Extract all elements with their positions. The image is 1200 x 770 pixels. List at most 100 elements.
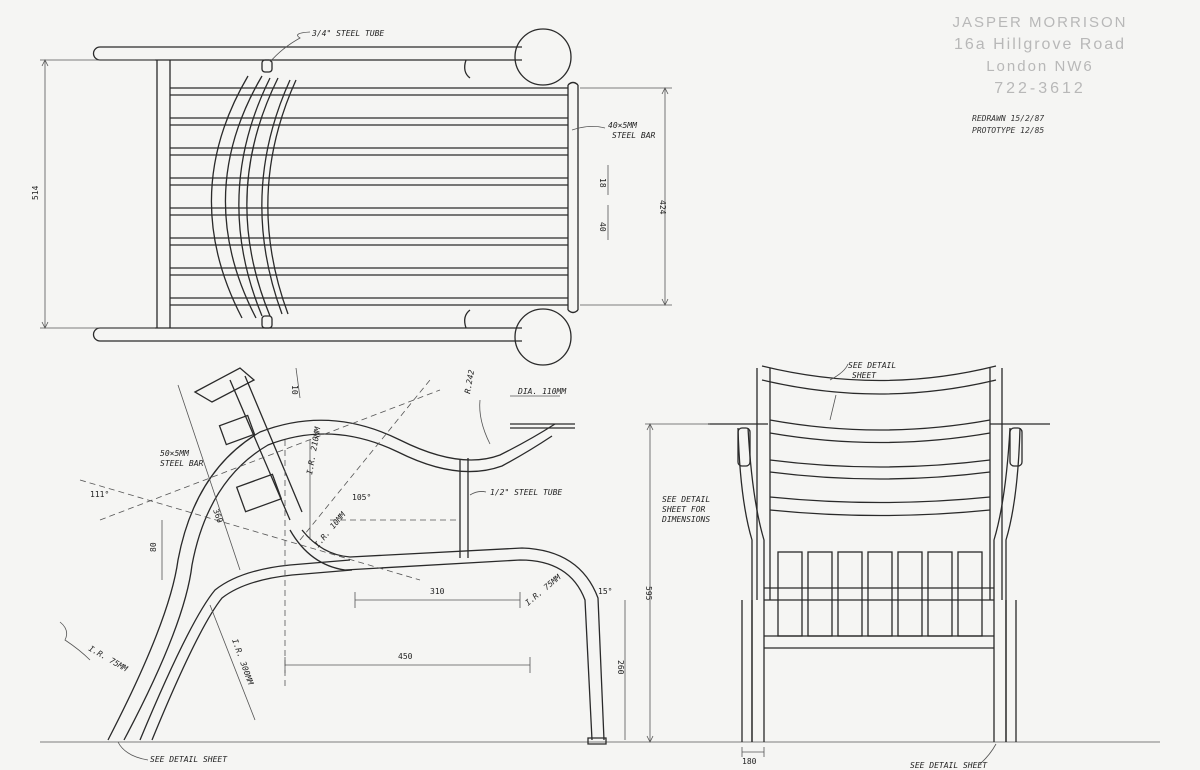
ir-210: I.R. 210MM (305, 425, 322, 475)
side-foot (587, 737, 607, 745)
side-see-detail: SEE DETAIL SHEET (150, 755, 228, 764)
side-armrest-disc (510, 423, 575, 429)
side-seat-outer (289, 529, 593, 741)
plan-seat-bars (170, 87, 568, 306)
angle-15: 15° (598, 587, 612, 596)
revision-redrawn: REDRAWN 15/2/87 (972, 114, 1045, 123)
side-bar-note-1: 50×5MM (160, 449, 190, 458)
plan-back-frame-ends (567, 81, 579, 314)
side-detail-leader (117, 741, 149, 761)
front-back-post-left (756, 368, 771, 600)
front-bottom-dim-line (741, 747, 765, 757)
plan-depth-dim-line (580, 87, 672, 306)
angle-111: 111° (90, 490, 109, 499)
front-arm-right (993, 427, 1021, 742)
front-back-rail-3 (769, 459, 991, 480)
dim-450: 450 (398, 652, 413, 661)
front-leg-right (1005, 600, 1017, 742)
front-see-detail-bottom: SEE DETAIL SHEET (910, 761, 988, 770)
front-height-dim: 595 (644, 586, 653, 601)
designer-city: London NW6 (986, 58, 1094, 75)
plan-clip-bottom (464, 309, 471, 329)
angle-105: 105° (352, 493, 371, 502)
plan-bar-leader (571, 126, 606, 131)
plan-tube-leader (269, 31, 311, 63)
side-main-frame-inner (123, 433, 553, 741)
plan-joint-top (261, 59, 273, 73)
plan-width-dim: 514 (31, 185, 40, 200)
plan-bar-note-1: 40×5MM (608, 121, 638, 130)
front-lower-rail (764, 635, 994, 649)
front-seat-slats (777, 551, 983, 637)
side-construction-2 (79, 479, 421, 581)
side-construction-1 (99, 389, 441, 521)
side-arm-post (459, 458, 469, 558)
side-construction-3 (299, 379, 431, 541)
front-back-post-right (989, 368, 1003, 600)
ir-75: I.R. 75MM (524, 572, 564, 608)
side-view: DIA. 110MM R.242 50×5MM STEEL BAR 1/2" S… (40, 367, 1160, 764)
dim-310-line (354, 592, 521, 608)
side-bar-note-2: STEEL BAR (160, 459, 204, 468)
side-tube-leader (469, 491, 487, 496)
side-rear-leg-outer (139, 559, 351, 741)
front-bottom-dim: 180 (742, 757, 757, 766)
plan-bottom-tube (100, 327, 522, 342)
side-tube-note: 1/2" STEEL TUBE (490, 488, 562, 497)
designer-address: 16a Hillgrove Road (953, 36, 1127, 53)
plan-front-leg-frame (156, 60, 171, 328)
front-detail-top-1: SEE DETAIL (848, 361, 896, 370)
dim-80: 80 (149, 542, 158, 552)
dim-10-line (295, 367, 301, 399)
plan-bottom-tube-end (92, 327, 101, 342)
break-mark-left (59, 621, 91, 661)
side-seat-inner (301, 529, 605, 741)
plan-joint-bottom (261, 315, 273, 329)
side-r-note: R.242 (463, 369, 476, 394)
plan-view: 514 424 18 40 3/4" STEEL TUBE 40×5MM STE… (31, 28, 672, 366)
dim-10: 10 (290, 385, 299, 395)
front-detail-side-3: DIMENSIONS (661, 515, 710, 524)
plan-bar-dim: 40 (598, 222, 607, 232)
designer-phone: 722-3612 (994, 80, 1086, 97)
front-seat-rail (764, 587, 994, 601)
plan-bar-note-2: STEEL BAR (612, 131, 656, 140)
r-leader (479, 399, 491, 445)
front-detail-top-2: SHEET (852, 371, 877, 380)
front-arm-cap-left (737, 427, 751, 467)
front-detail-top-leader (829, 363, 849, 421)
front-back-rail-top (761, 365, 997, 395)
plan-gap-dim: 18 (598, 178, 607, 188)
side-back-block-upper (218, 414, 256, 446)
front-arm-left (737, 427, 765, 742)
plan-depth-dim: 424 (658, 200, 667, 215)
side-main-frame-outer (107, 419, 556, 741)
dim-260: 260 (616, 660, 625, 675)
front-back-rail-4 (769, 496, 991, 517)
plan-curved-backrest (210, 75, 297, 319)
plan-top-tube-end (92, 46, 101, 61)
side-back-block (235, 473, 283, 513)
revision-prototype: PROTOTYPE 12/85 (972, 126, 1045, 135)
dim-360: 360 (211, 508, 224, 525)
front-view: 595 SEE DETAIL SHEET SEE DETAIL SHEET FO… (644, 361, 1050, 770)
front-detail-side-1: SEE DETAIL (662, 495, 710, 504)
designer-name: JASPER MORRISON (952, 14, 1128, 31)
side-back-bar-top (193, 367, 256, 403)
dim-360-line (177, 384, 241, 571)
ir-10: I.R. 10MM (313, 509, 349, 549)
dim-310: 310 (430, 587, 445, 596)
front-detail-bottom-leader (979, 743, 997, 765)
front-back-rail-2 (769, 419, 991, 444)
dim-300-line (209, 604, 256, 721)
plan-top-tube (100, 46, 522, 61)
ir-300: I.R. 300MM (230, 638, 255, 687)
plan-armrest-disc-bottom (514, 308, 572, 366)
side-rear-leg-inner (151, 569, 353, 741)
front-arm-cap-right (1009, 427, 1023, 467)
front-leg-left (741, 600, 753, 742)
plan-back-frame (567, 85, 579, 310)
plan-width-dim-line (40, 59, 155, 329)
